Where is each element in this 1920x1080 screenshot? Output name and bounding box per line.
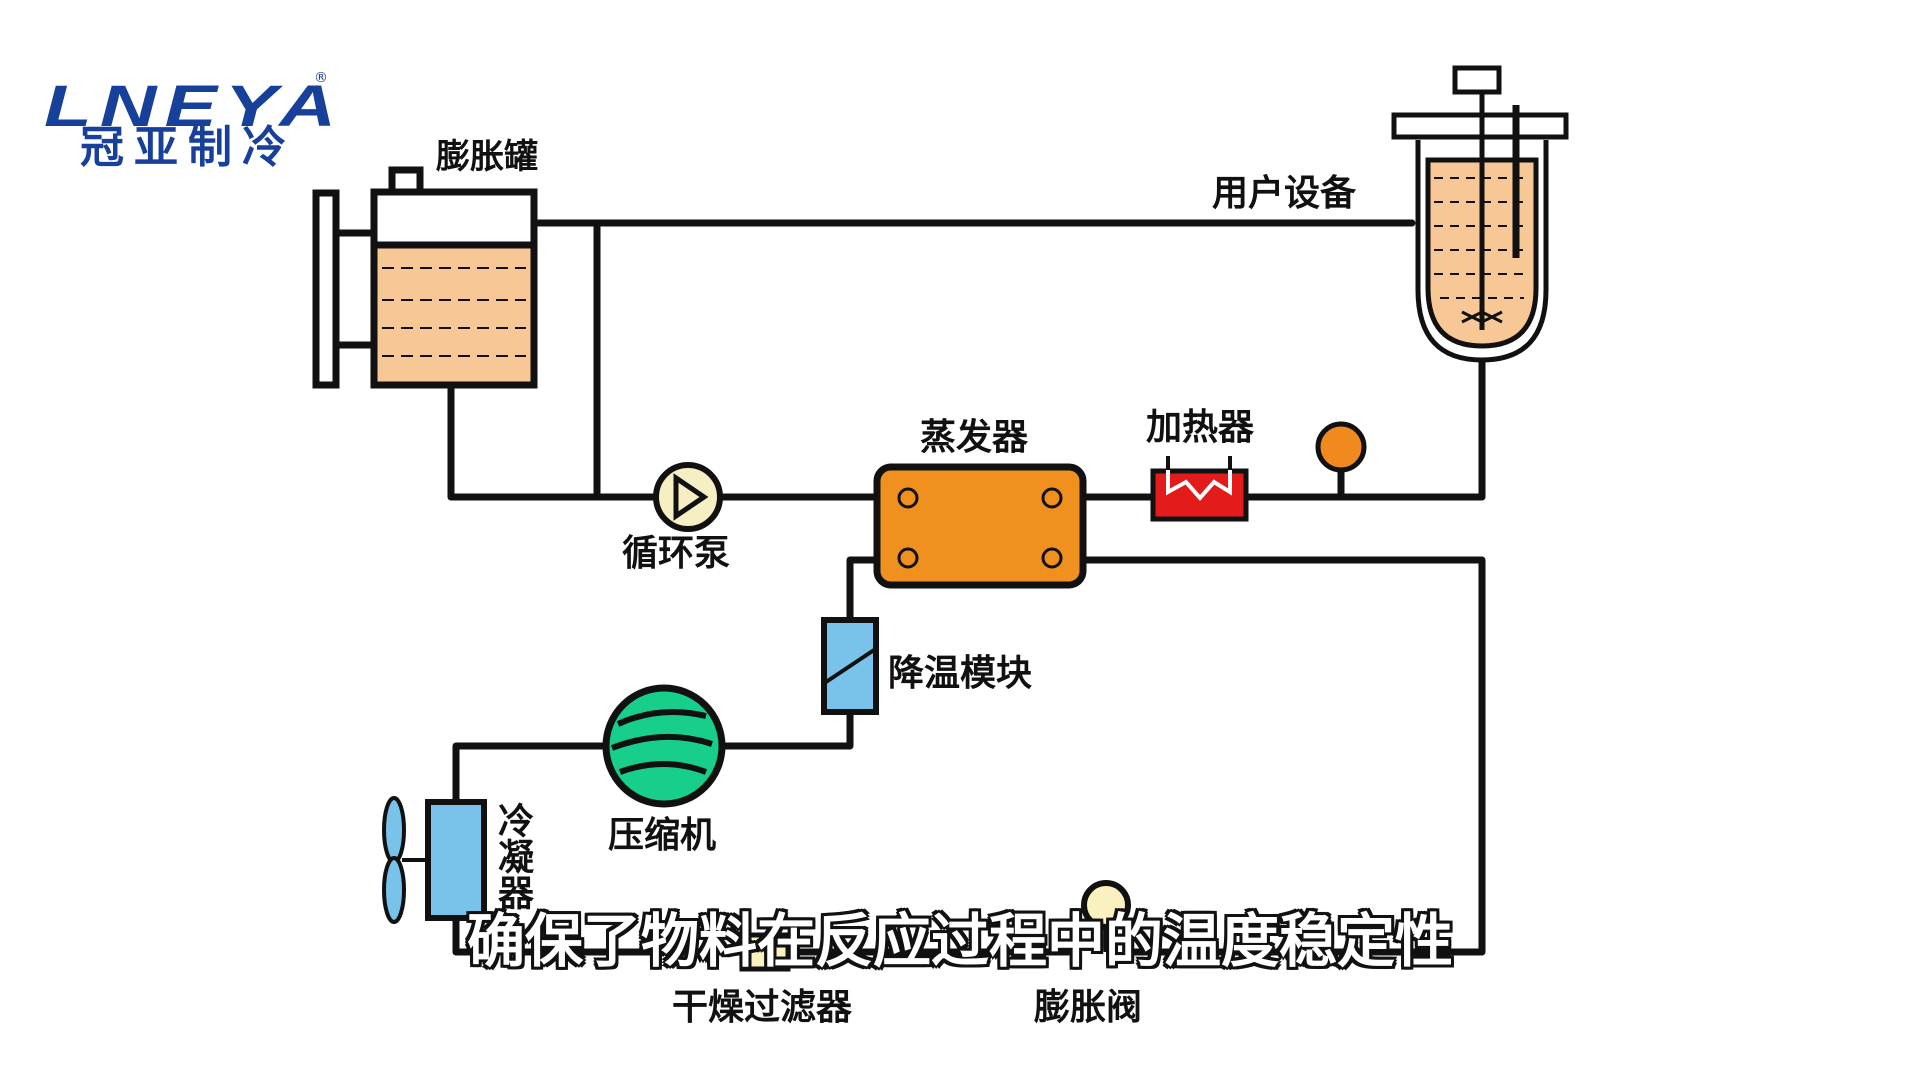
pipe-filter-to-condenser: [452, 914, 746, 956]
label-expansion-tank: 膨胀罐: [436, 137, 538, 177]
label-dry-filter: 干燥过滤器: [672, 987, 853, 1028]
label-circulation-pump: 循环泵: [622, 533, 731, 574]
pipe-heater-to-user: [1242, 346, 1486, 501]
circulation-pump: [653, 462, 723, 532]
label-evaporator: 蒸发器: [920, 417, 1029, 458]
heater: [1150, 456, 1249, 522]
label-cooling-module: 降温模块: [888, 653, 1033, 694]
label-user-equipment: 用户设备: [1212, 173, 1357, 214]
label-heater: 加热器: [1146, 407, 1255, 448]
temperature-gauge: [1315, 421, 1367, 473]
evaporator: [873, 463, 1087, 589]
reactor-fluid-dashes: [1434, 177, 1530, 299]
label-expansion-valve: 膨胀阀: [1034, 987, 1143, 1028]
label-compressor: 压缩机: [608, 815, 717, 856]
cooling-module: [821, 617, 879, 715]
dry-filter: [739, 932, 791, 972]
label-condenser: 冷凝器: [492, 802, 533, 910]
expansion-valve: [1081, 880, 1131, 952]
logo-wordmark: LNEYA: [44, 74, 345, 139]
user-equipment-reactor: [1391, 65, 1569, 363]
expansion-tank: [312, 166, 538, 389]
compressor: [602, 684, 726, 808]
pipe-module-to-evaporator: [846, 556, 881, 624]
pipe-tank-outlet: [447, 381, 661, 501]
pipe-condenser-to-compressor: [452, 742, 609, 806]
video-subtitle: 确保了物料在反应过程中的温度稳定性: [466, 907, 1453, 975]
condenser: [382, 796, 487, 924]
pipe-compressor-to-module: [718, 708, 854, 750]
logo-chinese: 冠亚制冷: [80, 122, 296, 173]
pipe-evaporator-to-valve: [1079, 556, 1486, 956]
tank-fluid-dashes: [382, 267, 526, 357]
logo-registered-mark: ®: [314, 70, 328, 86]
